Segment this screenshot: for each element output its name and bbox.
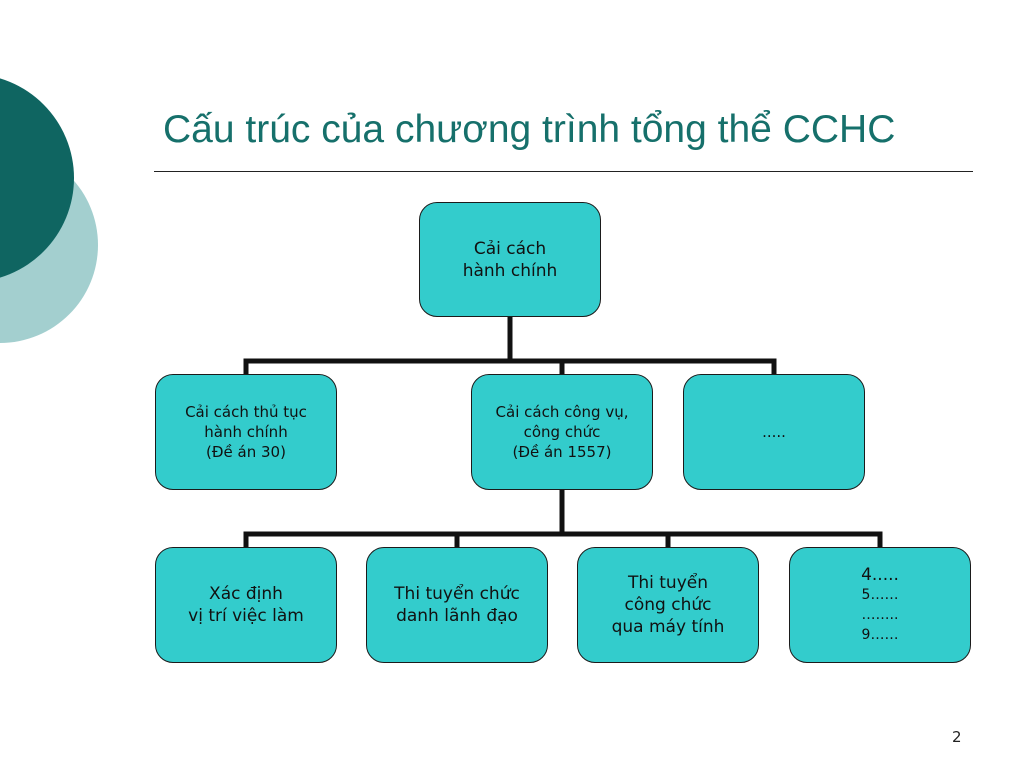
node-text-line: (Đề án 30) [206, 443, 286, 461]
node-text-line: Cải cách công vụ, [495, 403, 629, 421]
node-text-line: …….. [861, 607, 899, 623]
root-node-cai-cach-hanh-chinh: Cải cách hành chính [419, 202, 601, 317]
node-text-line: 9…… [861, 627, 899, 643]
node-xac-dinh-vi-tri: Xác định vị trí việc làm [155, 547, 337, 663]
node-text-line: Thi tuyển [627, 573, 709, 593]
node-text-line: hành chính [204, 423, 288, 441]
node-thi-tuyen-may-tinh: Thi tuyển công chức qua máy tính [577, 547, 759, 663]
node-text-line: Xác định [209, 584, 283, 604]
node-text-line: qua máy tính [611, 617, 725, 637]
node-cai-cach-cong-vu: Cải cách công vụ, công chức (Đề án 1557) [471, 374, 653, 490]
node-text-line: công chức [624, 595, 712, 615]
node-text-line: ..... [762, 423, 786, 441]
node-text-line: 4..... [861, 565, 899, 585]
node-text-line: Cải cách [473, 238, 547, 259]
node-text-line: vị trí việc làm [188, 606, 304, 626]
node-cai-cach-thu-tuc: Cải cách thủ tục hành chính (Đề án 30) [155, 374, 337, 490]
node-text-line: công chức [523, 423, 601, 441]
node-text-line: Cải cách thủ tục [185, 403, 307, 421]
node-thi-tuyen-lanh-dao: Thi tuyển chức danh lãnh đạo [366, 547, 548, 663]
node-text-line: danh lãnh đạo [396, 606, 518, 626]
page-number: 2 [952, 728, 962, 746]
slide-title: Cấu trúc của chương trình tổng thể CCHC [163, 108, 896, 151]
title-divider [154, 171, 973, 172]
node-ellipsis: ..... [683, 374, 865, 490]
decorative-circles [0, 78, 98, 343]
node-text-line: hành chính [462, 260, 558, 281]
node-text-line: (Đề án 1557) [512, 443, 612, 461]
dark-teal-circle [0, 78, 74, 278]
node-text-line: Thi tuyển chức [394, 584, 520, 604]
node-text-line: 5…… [861, 587, 899, 603]
node-numbered-list: 4..... 5…… …….. 9…… [789, 547, 971, 663]
